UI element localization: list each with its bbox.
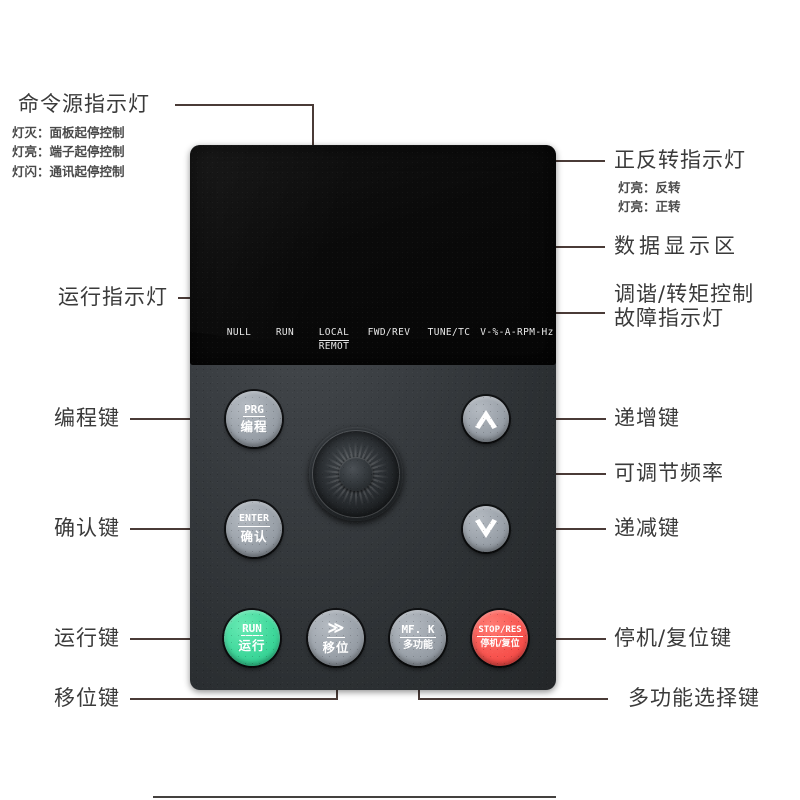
indicator-units: V-%-A-RPM-Hz [480,327,554,338]
shift-key-en-label: ≫ [326,618,346,638]
stop-key-cn-label: 停机/复位 [480,639,520,650]
annotation-fwd-rev-indicator: 正反转指示灯 [614,148,746,172]
enter-key[interactable]: ENTER 确认 [226,501,282,557]
leader-decrement-key [524,528,606,530]
command-source-detail-3: 灯闪：通讯起停控制 [12,163,125,179]
indicator-local-label: LOCAL [318,327,350,341]
fwd-rev-detail-1: 灯亮：反转 [618,180,681,195]
mfk-key-cn-label: 多功能 [403,639,433,651]
arrow-down-icon [472,518,500,540]
annotation-run-key: 运行键 [54,626,120,650]
knob-rim [312,430,400,518]
enter-key-en-label: ENTER [237,514,271,527]
indicator-null: NULL [226,327,252,338]
annotation-run-indicator: 运行指示灯 [58,285,168,309]
prg-key-en-label: PRG [243,402,265,418]
annotation-data-display-area: 数据显示区 [614,234,739,258]
annotation-command-source-indicator: 命令源指示灯 [18,92,150,116]
enter-key-cn-label: 确认 [240,528,268,544]
annotation-multifunction-select-key: 多功能选择键 [628,686,760,710]
prg-key[interactable]: PRG 编程 [226,391,282,447]
indicator-local-remot: LOCAL REMOT [308,327,360,353]
frequency-adjust-knob[interactable] [309,427,403,521]
command-source-detail-2: 灯亮：端子起停控制 [12,144,125,160]
annotation-decrement-key: 递减键 [614,516,680,540]
indicator-tune-tc: TUNE/TC [427,327,471,338]
annotation-fwd-rev-details: 灯亮：反转 灯亮：正转 [618,178,681,217]
stop-reset-key[interactable]: STOP/RES 停机/复位 [472,610,528,666]
annotation-increment-key: 递增键 [614,406,680,430]
multifunction-key[interactable]: MF. K 多功能 [390,610,446,666]
annotation-program-key: 编程键 [54,406,120,430]
leader-multifunction-h [418,698,608,700]
annotation-tune-torque-control: 调谐/转矩控制 [614,282,755,306]
annotation-confirm-key: 确认键 [54,516,120,540]
indicator-fwd-rev: FWD/REV [367,327,411,338]
command-source-detail-1: 灯灭：面板起停控制 [12,125,125,140]
annotation-command-source-details: 灯灭：面板起停控制 灯亮：端子起停控制 灯闪：通讯起停控制 [12,123,125,181]
arrow-up-icon [472,408,500,430]
fwd-rev-detail-2: 灯亮：正转 [618,199,681,215]
leader-command-source-h [175,104,314,106]
status-indicator-row: NULL RUN LOCAL REMOT FWD/REV TUNE/TC V-%… [190,309,556,353]
increment-key[interactable] [463,396,509,442]
stop-key-en-label: STOP/RES [477,625,523,638]
leader-stop-reset-key [523,638,606,640]
indicator-run: RUN [275,327,295,338]
annotation-adjustable-frequency: 可调节频率 [614,461,724,485]
leader-data-display [530,246,605,248]
inverter-keypad-panel: NULL RUN LOCAL REMOT FWD/REV TUNE/TC V-%… [190,145,556,690]
run-key-cn-label: 运行 [238,638,266,654]
leader-shift-key-h [130,698,338,700]
run-key[interactable]: RUN 运行 [224,610,280,666]
indicator-remot-label: REMOT [318,340,350,352]
knob-hub [339,457,373,491]
shift-key-cn-label: 移位 [322,639,350,655]
mfk-key-en-label: MF. K [400,623,436,638]
shift-key[interactable]: ≫ 移位 [308,610,364,666]
leader-increment-key [524,418,606,420]
annotation-shift-key: 移位键 [54,686,120,710]
annotation-stop-reset-key: 停机/复位键 [614,626,733,650]
prg-key-cn-label: 编程 [240,419,268,435]
bottom-divider [153,796,556,798]
run-key-en-label: RUN [241,621,263,637]
annotation-fault-indicator: 故障指示灯 [614,306,724,330]
data-display-area: NULL RUN LOCAL REMOT FWD/REV TUNE/TC V-%… [190,145,556,365]
decrement-key[interactable] [463,506,509,552]
